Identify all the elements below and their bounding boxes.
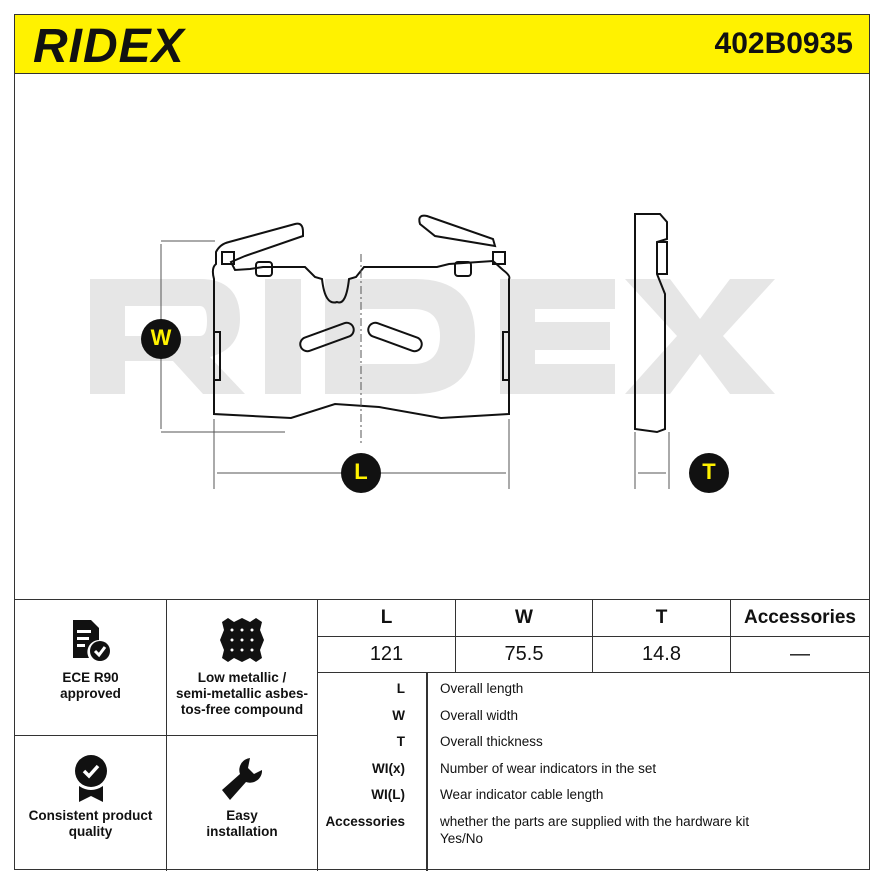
header-bar: RIDEX 402B0935 [15,15,869,74]
quality-badge-icon [74,755,107,802]
product-sheet: RIDEX 402B0935 [14,14,870,871]
brake-pad-side-view [634,213,668,434]
spec-header-row: L W T Accessories [318,600,869,637]
value-thickness: 14.8 [593,637,731,672]
header-length: L [318,600,456,636]
legend-divider [426,673,428,871]
dimension-markers [141,319,729,493]
legend-row: WI(x)Number of wear indicators in the se… [372,760,657,776]
watermark-logo [90,279,775,394]
compound-pattern-icon [220,618,264,662]
brake-pad-front-view [211,214,511,420]
technical-drawing: W L T [15,74,869,599]
part-number: 402B0935 [714,27,853,60]
value-width: 75.5 [456,637,593,672]
feature-label: Low metallic /semi-metallic asbes-tos-fr… [175,670,309,717]
header-width: W [456,600,593,636]
header-accessories: Accessories [744,607,856,628]
value-length: 121 [318,637,456,672]
thickness-marker-label: T [702,459,716,484]
wrench-icon [222,758,263,800]
value-accessories: — [790,643,810,665]
width-marker-label: W [150,325,172,350]
document-check-icon [72,620,110,661]
legend-row: WI(L)Wear indicator cable length [371,787,604,802]
feature-compound: Low metallic /semi-metallic asbes-tos-fr… [167,600,318,736]
length-marker-label: L [354,459,368,484]
header-thickness: T [593,600,731,636]
brand-logo: RIDEX [33,20,185,73]
spec-value-row: 121 75.5 14.8 — [318,637,869,673]
